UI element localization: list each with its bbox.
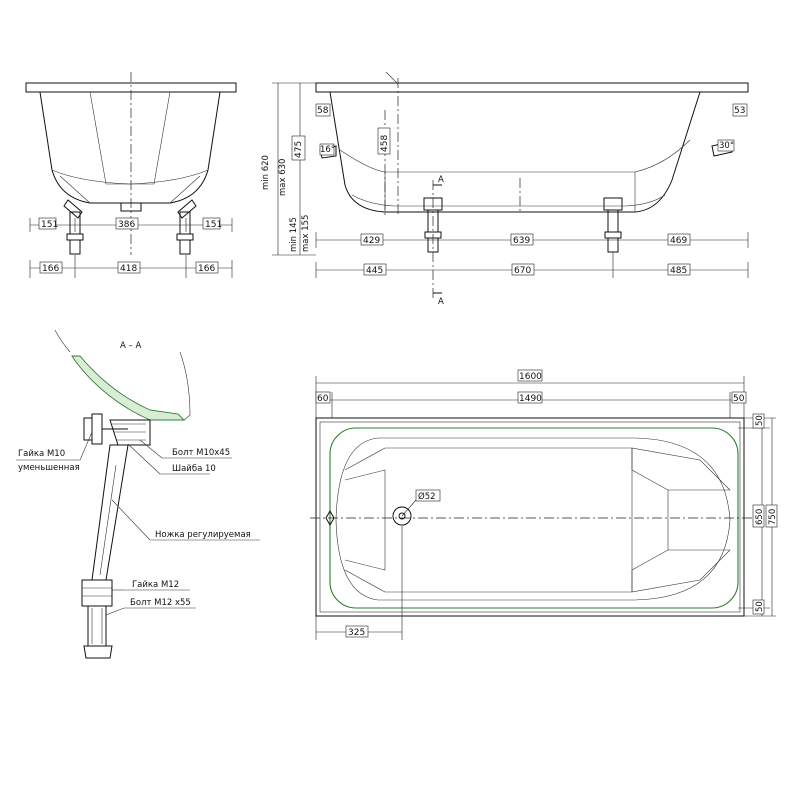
label-washer: Шайба 10 (172, 464, 216, 474)
dim-166-right: 166 (198, 264, 215, 274)
dim-670: 670 (514, 266, 531, 276)
dim-60: 60 (317, 394, 329, 404)
dim-1490: 1490 (519, 394, 542, 404)
label-nut-m12: Гайка М12 (132, 580, 179, 590)
dim-53: 53 (734, 106, 745, 116)
side-left-leg (423, 197, 443, 253)
dim-151-left: 151 (41, 220, 58, 230)
dim-166-left: 166 (42, 264, 59, 274)
top-view: Ø52 1600 60 1490 50 50 650 750 50 (310, 369, 778, 640)
label-nut-m10-sub: уменьшенная (18, 463, 80, 473)
dim-469: 469 (670, 236, 687, 246)
dim-429: 429 (363, 236, 380, 246)
dim-485: 485 (670, 266, 687, 276)
dim-418: 418 (120, 264, 137, 274)
dim-min-620: min 620 (261, 155, 271, 190)
label-leg: Ножка регулируемая (155, 530, 251, 540)
section-mark-top: A (438, 175, 444, 185)
dim-drain: Ø52 (418, 491, 436, 502)
label-nut-m10: Гайка М10 (18, 449, 65, 459)
dim-639: 639 (513, 236, 530, 246)
dim-325: 325 (348, 628, 365, 638)
dim-386: 386 (118, 220, 135, 230)
angle-16: 16° (320, 145, 335, 155)
dim-151-right: 151 (205, 220, 222, 230)
dim-50-top: 50 (733, 394, 745, 404)
section-a-a: A – A Гайка М10 уменьшенная Болт М10х45 (16, 329, 260, 659)
front-left-leg (63, 199, 84, 255)
dim-50-right-bottom: 50 (755, 601, 765, 612)
dim-max-155: max 155 (301, 215, 311, 252)
dim-min-145: min 145 (289, 217, 299, 252)
dim-650: 650 (755, 509, 765, 525)
section-mark-bottom: A (438, 297, 444, 307)
dim-750: 750 (768, 509, 778, 525)
dim-max-630: max 630 (278, 159, 288, 196)
dim-458: 458 (380, 135, 390, 152)
angle-30: 30° (719, 141, 734, 151)
side-view: A A 58 53 16° 30° 458 (261, 71, 749, 307)
front-right-leg (176, 199, 197, 255)
dim-475: 475 (294, 141, 304, 158)
section-title: A – A (120, 341, 141, 351)
dim-445: 445 (366, 266, 383, 276)
dim-1600: 1600 (519, 372, 542, 382)
label-bolt-m10: Болт М10х45 (172, 448, 230, 458)
dim-50-right-top: 50 (755, 415, 765, 426)
label-bolt-m12: Болт М12 х55 (130, 598, 191, 608)
front-view: 151 386 151 166 418 166 (25, 72, 237, 278)
dim-58: 58 (317, 106, 329, 116)
